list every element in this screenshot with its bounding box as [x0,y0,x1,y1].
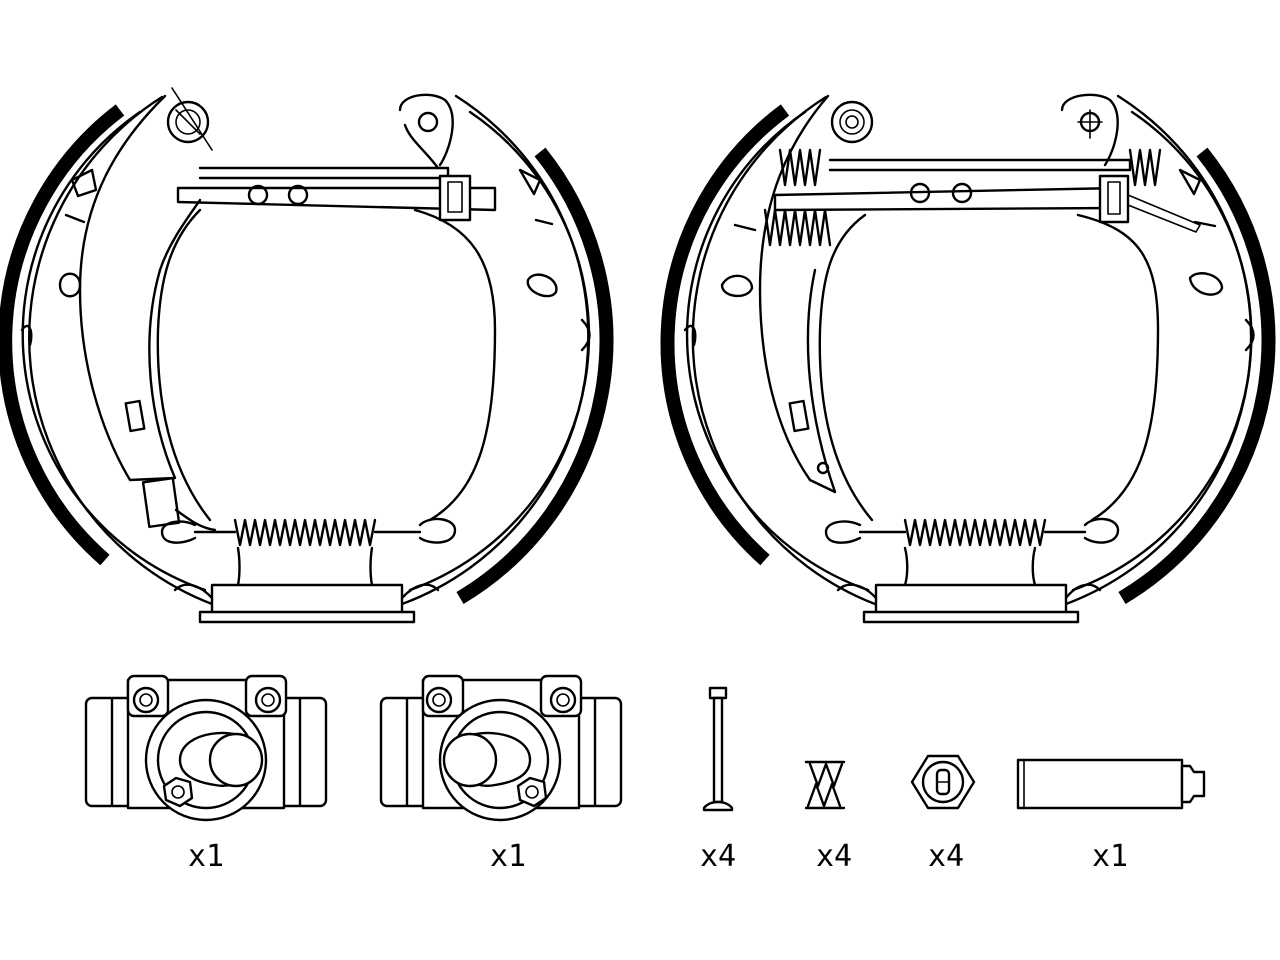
hold-down-pin-qty: x4 [700,839,736,874]
retainer-cup-qty: x4 [928,839,964,874]
wheel-cylinder-left-qty: x1 [188,839,224,874]
left-lining-right [456,147,614,605]
right-return-spring [824,517,1120,547]
right-lining-left [660,104,790,566]
wheel-cylinder-right-qty: x1 [490,839,526,874]
hold-down-spring [804,760,846,810]
left-shoe-assembly [0,87,614,624]
right-shoe-assembly [660,93,1276,624]
right-lining-right [1118,147,1276,605]
grease-tube-qty: x1 [1092,839,1128,874]
wheel-cylinder-left [84,674,328,822]
hold-down-pin [702,686,734,812]
left-return-spring [160,517,457,547]
hold-down-spring-qty: x4 [816,839,852,874]
wheel-cylinder-right [379,674,623,822]
grease-tube [1016,758,1206,810]
retainer-cup [910,754,976,810]
left-lining-left [0,104,125,566]
